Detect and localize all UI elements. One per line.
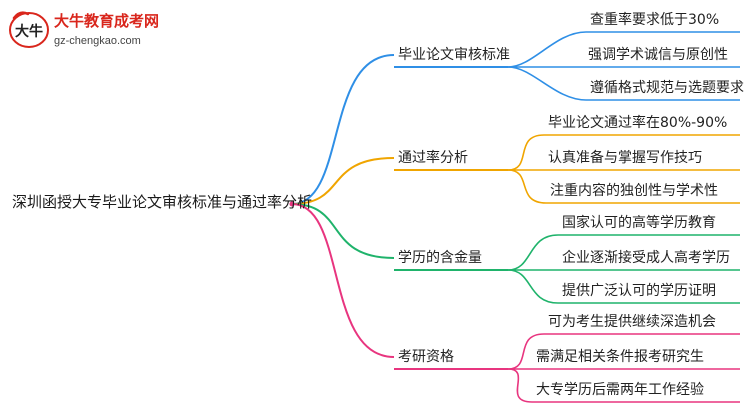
branch-group xyxy=(291,203,740,403)
leaf-label: 强调学术诚信与原创性 xyxy=(588,47,728,63)
leaf-label: 遵循格式规范与选题要求 xyxy=(590,80,744,96)
leaf-label: 认真准备与掌握写作技巧 xyxy=(548,150,702,166)
leaf-label: 国家认可的高等学历教育 xyxy=(562,215,716,231)
logo-url: gz-chengkao.com xyxy=(54,35,141,47)
branch-label: 毕业论文审核标准 xyxy=(398,47,510,63)
logo-title: 大牛教育成考网 xyxy=(54,12,160,30)
leaf-label: 可为考生提供继续深造机会 xyxy=(548,314,716,330)
site-logo: 大牛 大牛教育成考网 gz-chengkao.com xyxy=(6,6,176,54)
leaf-connector xyxy=(507,169,547,204)
branch-connector xyxy=(291,157,395,205)
branch-group xyxy=(291,203,740,304)
leaf-connector xyxy=(507,66,587,101)
branch-group xyxy=(291,134,740,205)
branch-label: 考研资格 xyxy=(398,349,454,365)
leaf-connector xyxy=(507,31,587,68)
leaf-label: 注重内容的独创性与学术性 xyxy=(550,183,718,199)
leaf-label: 需满足相关条件报考研究生 xyxy=(536,349,704,365)
leaf-label: 查重率要求低于30% xyxy=(590,12,720,28)
branch-label: 通过率分析 xyxy=(398,150,468,166)
leaf-connector xyxy=(507,269,559,304)
leaf-connector xyxy=(507,234,559,271)
leaf-connector xyxy=(507,333,545,370)
leaf-label: 企业逐渐接受成人高考学历 xyxy=(562,250,730,266)
mindmap-root-label: 深圳函授大专毕业论文审核标准与通过率分析 xyxy=(12,193,313,211)
leaf-label: 提供广泛认可的学历证明 xyxy=(562,283,716,299)
leaf-label: 毕业论文通过率在80%-90% xyxy=(548,115,728,131)
branch-label: 学历的含金量 xyxy=(398,250,482,266)
svg-text:大牛: 大牛 xyxy=(15,23,43,40)
branch-connector xyxy=(291,203,395,358)
branch-connector xyxy=(291,54,395,205)
leaf-label: 大专学历后需两年工作经验 xyxy=(536,382,704,398)
branch-group xyxy=(291,31,740,205)
logo-mark-icon: 大牛 xyxy=(9,11,49,48)
leaf-connector xyxy=(507,134,545,171)
branch-connector xyxy=(291,203,395,259)
leaf-connector xyxy=(507,368,533,403)
